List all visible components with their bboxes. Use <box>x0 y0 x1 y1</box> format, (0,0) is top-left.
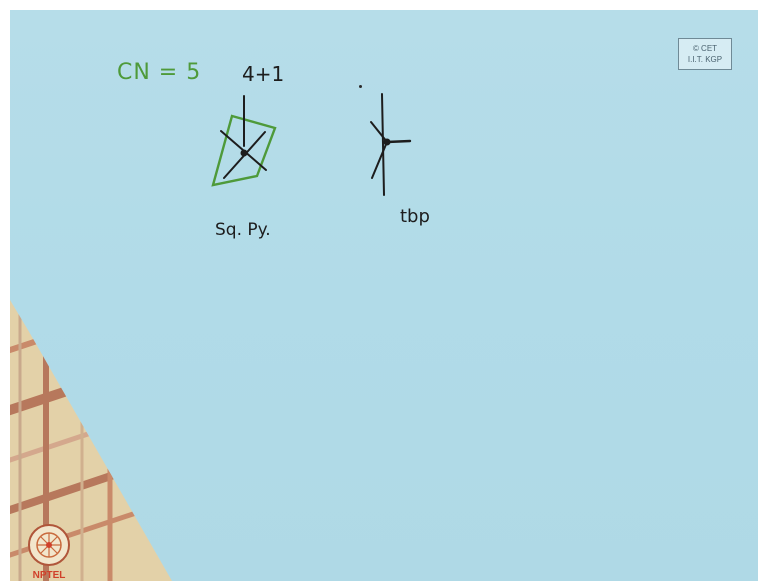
institute-line: I.I.T. KGP <box>687 55 723 64</box>
ligand-count-label: 4+1 <box>242 62 285 86</box>
nptel-logo-text: NPTEL <box>33 570 66 581</box>
ink-dot <box>359 85 362 88</box>
coordination-number-label: CN = 5 <box>117 60 202 85</box>
copyright-line: © CET <box>692 44 718 53</box>
trigonal-bipyramid-icon <box>370 93 412 196</box>
copyright-stamp: © CET I.I.T. KGP <box>678 38 732 70</box>
nptel-logo-icon: NPTEL <box>28 524 70 581</box>
whiteboard: CN = 5 4+1 Sq. Py. tbp © CET I.I.T. KGP <box>10 10 758 581</box>
square-pyramid-label: Sq. Py. <box>215 220 271 240</box>
tbp-label: tbp <box>400 206 430 227</box>
square-pyramid-icon <box>211 95 277 187</box>
